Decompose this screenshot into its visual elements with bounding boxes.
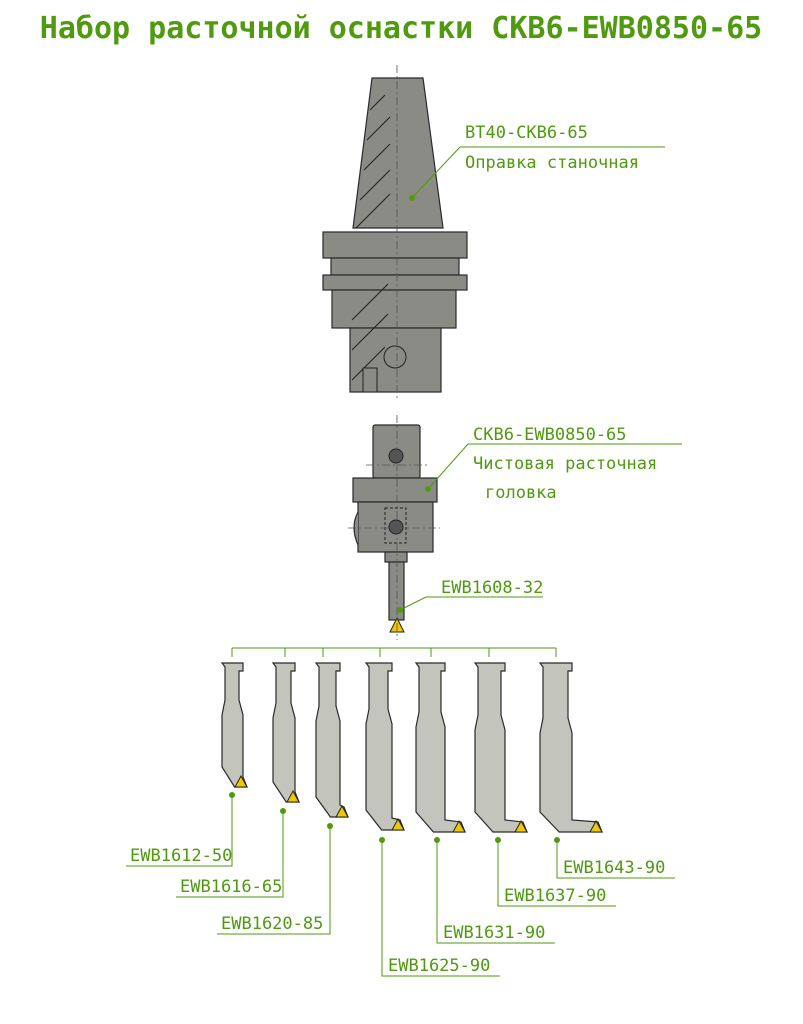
bar-code-label: EWB1631-90 [443, 923, 545, 943]
boring-bar-EWB1631-90: EWB1631-90 [414, 648, 555, 944]
head-callout: CKB6-EWB0850-65 Чистовая расточная голов… [425, 425, 682, 503]
insert-icon [234, 774, 248, 788]
bar-body [364, 662, 405, 831]
leader-dot [495, 837, 501, 843]
bar-body [473, 662, 528, 833]
boring-bar-EWB1625-90: EWB1625-90 [364, 648, 500, 977]
bar-body [220, 662, 248, 788]
insert-icon [391, 817, 405, 831]
insert-icon [286, 789, 300, 803]
main-bar-callout: EWB1608-32 [397, 578, 543, 613]
boring-bar-EWB1616-65: EWB1616-65 [176, 648, 300, 898]
head-code: CKB6-EWB0850-65 [473, 425, 627, 445]
leader-dot [379, 837, 385, 843]
leader-line [126, 795, 233, 867]
boring-bar-EWB1637-90: EWB1637-90 [473, 648, 616, 907]
holder-code: BT40-CKB6-65 [465, 123, 588, 143]
leader-line [497, 840, 616, 907]
bar-code-label: EWB1637-90 [504, 886, 606, 906]
leader-line [381, 840, 500, 977]
head-name-1: Чистовая расточная [473, 454, 657, 474]
bar-body [414, 662, 466, 833]
insert-icon [514, 819, 528, 833]
boring-head [348, 415, 440, 640]
bar-body [271, 662, 300, 803]
boring-bar-EWB1643-90: EWB1643-90 [538, 648, 675, 879]
bar-code-label: EWB1620-85 [221, 914, 323, 934]
leader-line [556, 840, 675, 879]
head-name-2: головка [485, 483, 557, 503]
bar-body [314, 662, 349, 818]
insert-icon [335, 804, 349, 818]
leader-dot [554, 837, 560, 843]
leader-line [176, 811, 284, 898]
leader-dot [280, 808, 286, 814]
holder-name: Оправка станочная [465, 153, 639, 173]
holder-callout: BT40-CKB6-65 Оправка станочная [409, 123, 665, 201]
main-bar-code: EWB1608-32 [441, 578, 543, 598]
insert-icon [452, 819, 466, 833]
boring-bar-EWB1620-85: EWB1620-85 [217, 648, 349, 935]
leader-dot [434, 837, 440, 843]
bar-code-label: EWB1643-90 [563, 858, 665, 878]
bar-code-label: EWB1612-50 [130, 846, 232, 866]
bar-code-label: EWB1625-90 [388, 956, 490, 976]
bt40-holder [322, 65, 468, 400]
boring-bar-EWB1612-50: EWB1612-50 [126, 648, 248, 867]
leader-dot [229, 792, 235, 798]
title: Набор расточной оснастки CKB6-EWB0850-65 [40, 11, 762, 46]
insert-icon [589, 819, 603, 833]
bar-code-label: EWB1616-65 [180, 877, 282, 897]
boring-bars: EWB1612-50EWB1616-65EWB1620-85EWB1625-90… [126, 648, 675, 977]
leader-dot [327, 823, 333, 829]
bar-body [538, 662, 603, 833]
leader-line [436, 840, 555, 944]
leader-line [217, 826, 331, 935]
